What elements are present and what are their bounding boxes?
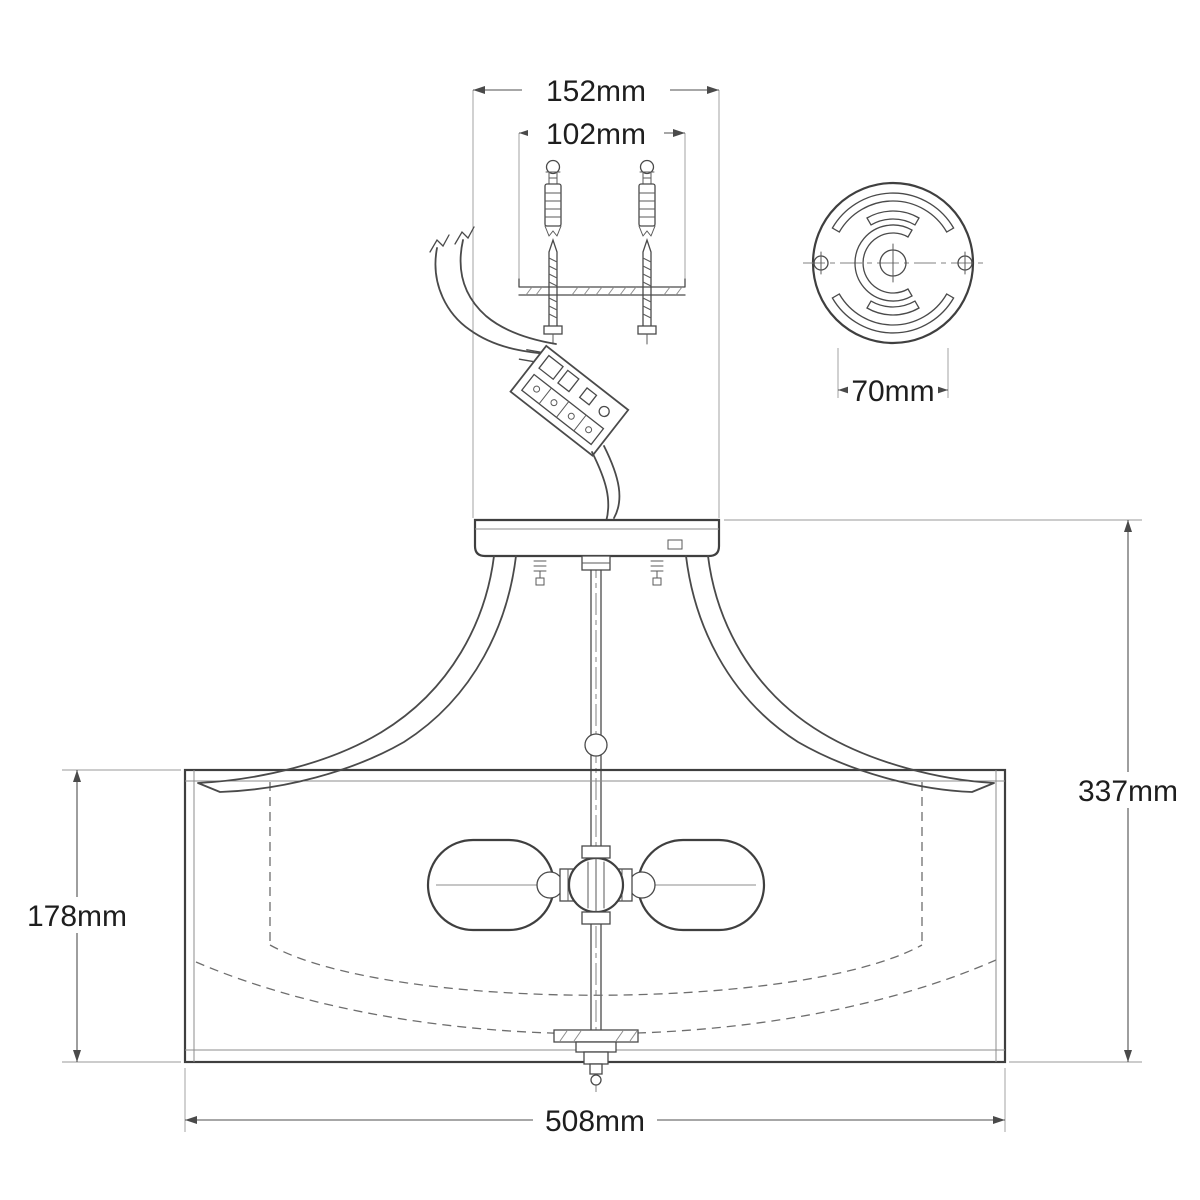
label-background (1072, 772, 1184, 808)
mounting-plate-detail (803, 181, 983, 345)
center-rod (581, 555, 611, 1092)
box-component-3 (578, 387, 598, 406)
bulb-collar-left (536, 871, 564, 899)
screw-head-right (637, 325, 657, 335)
hub-detail-lines (587, 857, 605, 913)
extension-lines (518, 133, 686, 286)
wall-plug-left (544, 183, 562, 227)
label-background (21, 897, 133, 933)
finial-hatching (559, 1030, 638, 1042)
junction-box (509, 344, 630, 457)
hub-nut-top (581, 845, 611, 859)
rod-ball-joint (584, 733, 608, 757)
screw-head-slots (552, 333, 648, 345)
terminal-screw-1 (533, 385, 541, 393)
cord-wire-1 (591, 451, 610, 523)
finial-step-3 (589, 1063, 603, 1075)
dim-overall-height: 337mm (724, 519, 1184, 1063)
rod-tube (590, 569, 602, 1031)
extension-lines (724, 519, 1142, 1063)
extension-lines (62, 769, 181, 1063)
plate-slot-top-inner (866, 210, 920, 226)
fixing-hardware-detail (518, 159, 686, 345)
extension-lines (472, 90, 720, 518)
terminal-screw-2 (550, 399, 558, 407)
canopy-body (473, 518, 721, 558)
label-background (522, 73, 670, 107)
label-background (533, 1102, 657, 1138)
dim-shade-diameter: 508mm (184, 1068, 1006, 1138)
bracket-hatching (525, 286, 683, 296)
label-background (848, 374, 938, 406)
lamp-hub (567, 845, 625, 925)
dim-label-shade-diameter: 508mm (545, 1105, 645, 1138)
screw-head-left (543, 325, 563, 335)
wall-plug-right (638, 183, 656, 227)
terminal-screw-4 (585, 426, 593, 434)
wire-1 (434, 247, 549, 355)
dim-label-mounting-plate: 70mm (851, 375, 934, 408)
wire-2 (459, 239, 557, 345)
dim-mounting-plate: 70mm (837, 348, 949, 408)
ceiling-canopy (473, 518, 721, 586)
wire-cut-marks (429, 226, 475, 253)
box-outline (509, 344, 630, 457)
terminal-dividers (538, 387, 587, 432)
hanger-foot-left (535, 577, 545, 586)
anchor-head-left (545, 159, 561, 175)
finial-knob (590, 1074, 602, 1086)
finial-step-2 (583, 1051, 609, 1065)
dim-canopy-width: 152mm (472, 73, 720, 518)
hub-nut-bottom (581, 911, 611, 925)
dim-label-canopy-width: 152mm (546, 75, 646, 108)
box-component-2 (557, 369, 580, 393)
finial-step-1 (575, 1041, 617, 1053)
plate-slot-top (831, 192, 955, 233)
plate-slot-bottom (831, 293, 955, 334)
dim-fixing-centres: 102mm (518, 117, 686, 286)
dim-shade-height: 178mm (21, 769, 181, 1063)
plate-keyhole-ticks (820, 251, 966, 275)
anchor-head-right (639, 159, 655, 175)
bulb-collar-right (628, 871, 656, 899)
supply-wires (429, 226, 557, 355)
dim-label-fixing-centres: 102mm (546, 118, 646, 151)
plate-slot-bottom-inner (866, 300, 920, 316)
arm-right (685, 555, 995, 793)
wall-plug-ribs (544, 192, 656, 237)
hidden-inner-shade (195, 782, 997, 1035)
cord-wire-2 (603, 445, 621, 519)
suspension-arms (197, 555, 995, 793)
plate-c-slot (854, 224, 913, 302)
cable-clamp (518, 349, 542, 363)
box-component-1 (538, 354, 564, 381)
label-background (528, 117, 664, 149)
hanger-foot-right (652, 577, 662, 586)
dim-label-overall-height: 337mm (1078, 775, 1178, 808)
bottom-finial (553, 1029, 639, 1086)
fixture-cord (591, 445, 621, 523)
arm-left (197, 555, 517, 793)
terminal-screw-3 (567, 412, 575, 420)
hanger-springs (533, 560, 664, 579)
screw-shafts (548, 237, 652, 327)
canopy-side-bolt (667, 539, 683, 550)
screw-threads (548, 257, 652, 319)
box-screw (598, 405, 610, 418)
anchor-neck-details (545, 171, 655, 185)
dim-label-shade-height: 178mm (27, 900, 127, 933)
